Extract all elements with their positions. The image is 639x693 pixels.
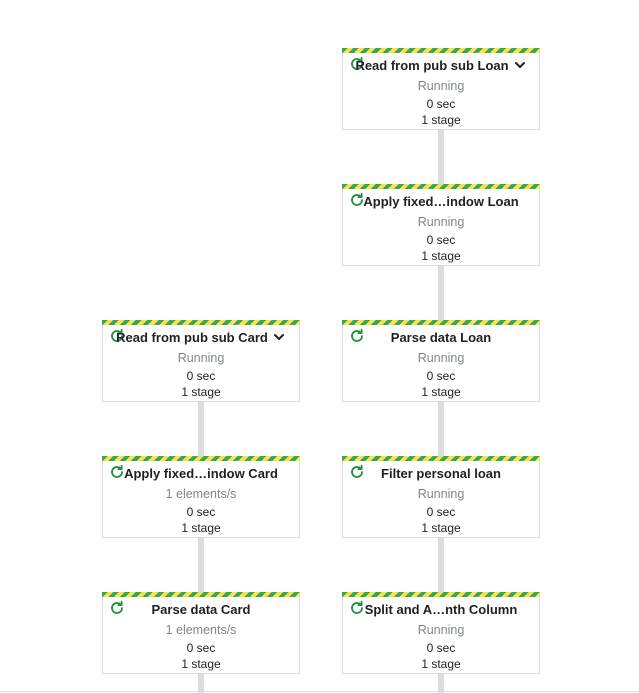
step-split-and-add-month-column[interactable]: Split and A…nth Column Running 0 sec 1 s…	[342, 592, 540, 674]
edge-filter-loan-to-split	[438, 538, 444, 592]
running-stripe	[342, 320, 540, 325]
running-stripe	[342, 456, 540, 461]
step-apply-fixed-window-loan[interactable]: Apply fixed…indow Loan Running 0 sec 1 s…	[342, 184, 540, 266]
step-title-row: Read from pub sub Loan	[343, 58, 539, 76]
step-status: Running	[417, 487, 465, 501]
running-refresh-icon	[351, 464, 363, 478]
running-stripe	[342, 184, 540, 189]
step-title-row: Split and A…nth Column	[343, 602, 539, 620]
step-stage-count: 1 stage	[421, 113, 461, 127]
step-stage-count: 1 stage	[421, 657, 461, 671]
step-stage-count: 1 stage	[421, 385, 461, 399]
step-status: Running	[177, 351, 225, 365]
running-refresh-icon	[351, 600, 363, 614]
running-refresh-icon	[111, 464, 123, 478]
edge-apply-loan-to-parse-loan	[438, 266, 444, 320]
chevron-down-icon[interactable]	[513, 58, 527, 72]
step-parse-data-loan[interactable]: Parse data Loan Running 0 sec 1 stage	[342, 320, 540, 402]
running-refresh-icon	[351, 56, 363, 70]
step-status: Running	[417, 79, 465, 93]
step-parse-data-card[interactable]: Parse data Card 1 elements/s 0 sec 1 sta…	[102, 592, 300, 674]
step-throughput: 1 elements/s	[165, 623, 237, 637]
running-stripe	[342, 592, 540, 597]
step-stage-count: 1 stage	[421, 521, 461, 535]
step-stage-count: 1 stage	[181, 521, 221, 535]
step-throughput: 1 elements/s	[165, 487, 237, 501]
step-title-row: Parse data Loan	[343, 330, 539, 348]
edge-parse-card-continues	[198, 674, 204, 693]
step-wall-time: 0 sec	[186, 641, 216, 655]
running-refresh-icon	[351, 328, 363, 342]
step-title: Read from pub sub Loan	[355, 58, 509, 73]
step-filter-personal-loan[interactable]: Filter personal loan Running 0 sec 1 sta…	[342, 456, 540, 538]
step-title: Read from pub sub Card	[116, 330, 268, 345]
step-read-from-pub-sub-loan[interactable]: Read from pub sub Loan Running 0 sec 1 s…	[342, 48, 540, 130]
step-status: Running	[417, 215, 465, 229]
step-read-from-pub-sub-card[interactable]: Read from pub sub Card Running 0 sec 1 s…	[102, 320, 300, 402]
chevron-down-icon[interactable]	[272, 330, 286, 344]
step-title-row: Filter personal loan	[343, 466, 539, 484]
step-wall-time: 0 sec	[186, 505, 216, 519]
step-wall-time: 0 sec	[426, 97, 456, 111]
edge-parse-loan-to-filter-loan	[438, 402, 444, 456]
step-wall-time: 0 sec	[426, 641, 456, 655]
step-wall-time: 0 sec	[426, 233, 456, 247]
step-title-row: Parse data Card	[103, 602, 299, 620]
step-stage-count: 1 stage	[181, 657, 221, 671]
running-stripe	[342, 48, 540, 53]
step-title: Parse data Loan	[390, 330, 492, 345]
edge-read-loan-to-apply-loan	[438, 130, 444, 184]
edge-apply-card-to-parse-card	[198, 538, 204, 592]
running-refresh-icon	[111, 328, 123, 342]
running-stripe	[102, 592, 300, 597]
step-title: Split and A…nth Column	[364, 602, 518, 617]
step-title: Parse data Card	[151, 602, 251, 617]
step-apply-fixed-window-card[interactable]: Apply fixed…indow Card 1 elements/s 0 se…	[102, 456, 300, 538]
running-stripe	[102, 320, 300, 325]
edge-split-continues	[438, 674, 444, 693]
running-refresh-icon	[351, 192, 363, 206]
edge-read-card-to-apply-card	[198, 402, 204, 456]
running-refresh-icon	[111, 600, 123, 614]
step-stage-count: 1 stage	[181, 385, 221, 399]
panel-divider	[0, 691, 639, 692]
step-title-row: Apply fixed…indow Loan	[343, 194, 539, 212]
step-status: Running	[417, 623, 465, 637]
step-wall-time: 0 sec	[426, 369, 456, 383]
step-wall-time: 0 sec	[426, 505, 456, 519]
step-wall-time: 0 sec	[186, 369, 216, 383]
step-title: Apply fixed…indow Loan	[363, 194, 519, 209]
step-title-row: Apply fixed…indow Card	[103, 466, 299, 484]
running-stripe	[102, 456, 300, 461]
step-status: Running	[417, 351, 465, 365]
step-title: Apply fixed…indow Card	[124, 466, 278, 481]
step-title-row: Read from pub sub Card	[103, 330, 299, 348]
step-stage-count: 1 stage	[421, 249, 461, 263]
step-title: Filter personal loan	[381, 466, 501, 481]
